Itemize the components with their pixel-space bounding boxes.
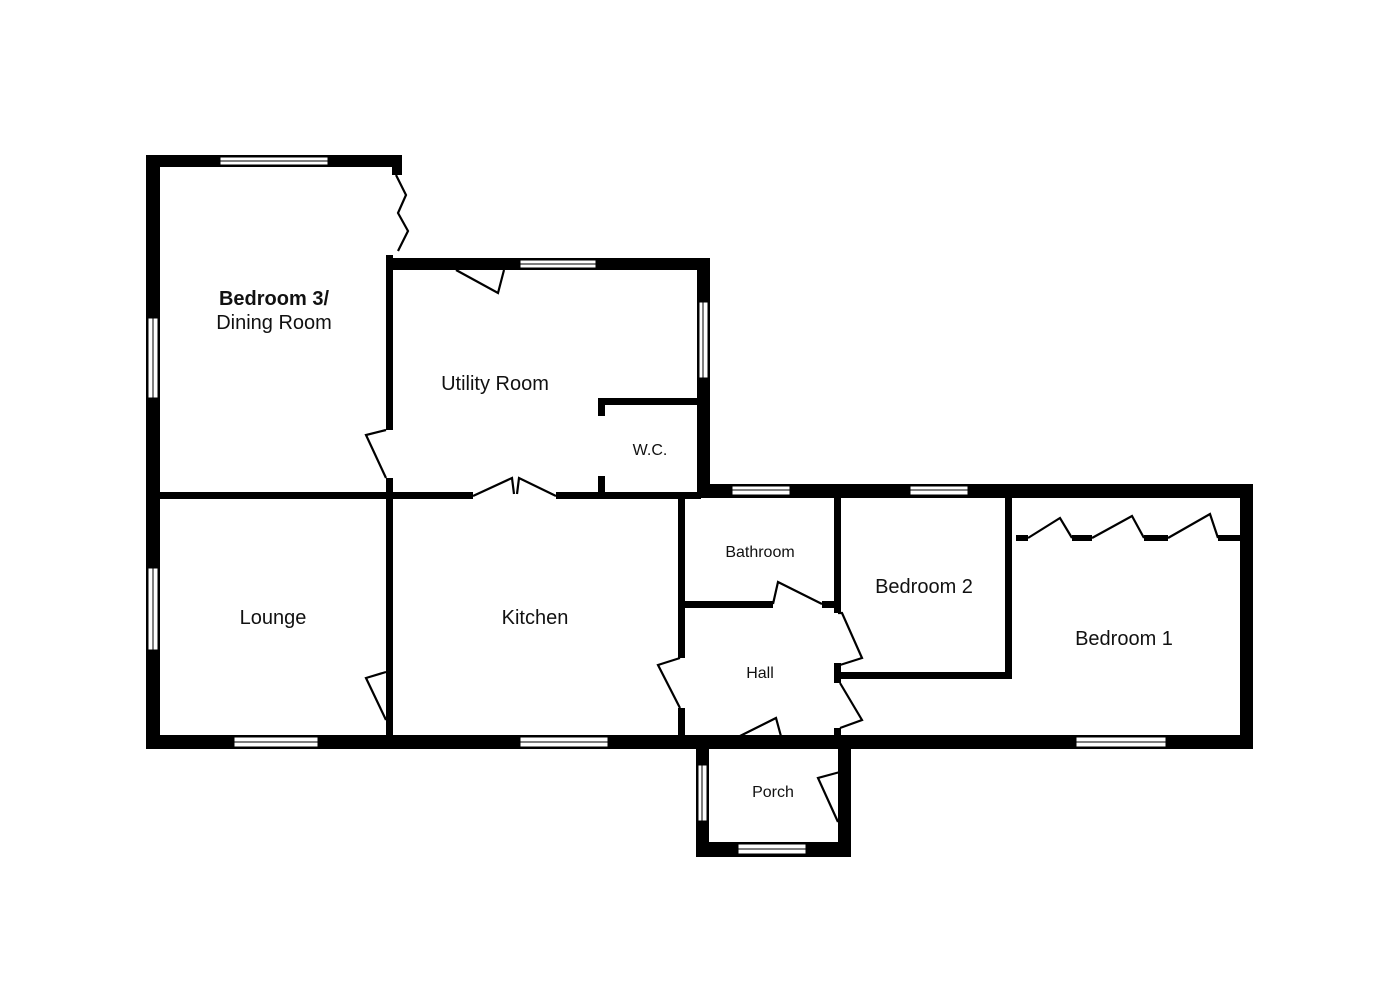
door-bedroom3-utility: [364, 428, 387, 479]
room-labels: Bedroom 3/ Dining Room Utility Room W.C.…: [216, 288, 1173, 801]
label-bathroom: Bathroom: [725, 544, 794, 561]
wardrobe-door-2: [1091, 514, 1145, 539]
door-kitchen-double: [472, 476, 516, 497]
window-utility-top: [519, 259, 597, 269]
door-kitchen-hall: [656, 656, 681, 709]
door-bedroom3-folding: [395, 174, 410, 252]
window-porch-left: [697, 764, 708, 822]
label-bedroom3-line1: Bedroom 3/: [219, 288, 329, 310]
label-kitchen: Kitchen: [502, 607, 569, 629]
exterior-walls: [146, 155, 1253, 857]
window-bedroom1-bottom: [1075, 736, 1167, 748]
door-lounge-kitchen: [364, 670, 387, 721]
window-lounge-left: [147, 567, 159, 651]
label-lounge: Lounge: [240, 607, 307, 629]
window-porch-bottom: [737, 843, 807, 855]
door-utility-top: [455, 269, 506, 295]
label-porch: Porch: [752, 784, 794, 801]
label-bedroom1: Bedroom 1: [1075, 628, 1173, 650]
doors: [364, 174, 1220, 823]
interior-walls: [160, 255, 1240, 740]
label-bedroom3-line2: Dining Room: [216, 312, 332, 334]
window-bedroom3-top: [219, 156, 329, 166]
label-wc: W.C.: [633, 442, 668, 459]
wardrobe-door-3: [1167, 512, 1220, 539]
label-hall: Hall: [746, 665, 774, 682]
window-lounge-bottom: [233, 736, 319, 748]
label-bedroom2: Bedroom 2: [875, 576, 973, 598]
door-hall-bedroom2: [838, 611, 864, 667]
window-utility-right: [698, 301, 709, 379]
door-porch-exterior: [816, 770, 841, 823]
door-bathroom: [771, 580, 823, 605]
window-bedroom2-top: [909, 485, 969, 496]
windows: [147, 156, 1167, 855]
door-hall-bedroom1: [839, 682, 864, 730]
window-bathroom-top: [731, 485, 791, 496]
window-bedroom3-left: [147, 317, 159, 399]
label-utility-room: Utility Room: [441, 373, 549, 395]
door-hall-porch: [731, 716, 784, 741]
window-kitchen-bottom: [519, 736, 609, 748]
wardrobe-door-1: [1027, 516, 1073, 539]
